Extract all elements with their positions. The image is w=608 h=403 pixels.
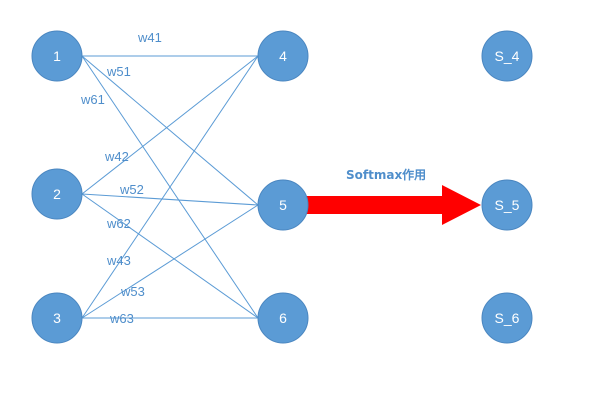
node-s5-label: S_5 <box>495 197 520 213</box>
weight-label-w52: w52 <box>119 182 144 197</box>
node-4: 4 <box>257 30 309 82</box>
weight-label-w63: w63 <box>109 311 134 326</box>
node-5: 5 <box>257 179 309 231</box>
node-s6-circle <box>481 292 533 344</box>
weight-label-w61: w61 <box>80 92 105 107</box>
node-2: 2 <box>31 168 83 220</box>
node-1: 1 <box>31 30 83 82</box>
edge-2-6 <box>81 193 259 319</box>
node-2-circle <box>31 168 83 220</box>
node-1-circle <box>31 30 83 82</box>
weight-label-w51: w51 <box>106 64 131 79</box>
node-4-label: 4 <box>279 48 287 64</box>
weight-label-w53: w53 <box>120 284 145 299</box>
node-3: 3 <box>31 292 83 344</box>
node-5-label: 5 <box>279 197 287 213</box>
arrow-label: Softmax作用 <box>346 167 426 182</box>
node-s4-circle <box>481 30 533 82</box>
softmax-layer: S_4 S_5 S_6 <box>481 30 533 344</box>
softmax-arrow: Softmax作用 <box>298 167 481 225</box>
edge-3-5 <box>81 204 259 319</box>
node-3-label: 3 <box>53 310 61 326</box>
node-6-circle <box>257 292 309 344</box>
node-1-label: 1 <box>53 48 61 64</box>
node-s6: S_6 <box>481 292 533 344</box>
node-s4: S_4 <box>481 30 533 82</box>
node-2-label: 2 <box>53 186 61 202</box>
edge-2-4 <box>81 55 259 195</box>
node-5-circle <box>257 179 309 231</box>
node-6: 6 <box>257 292 309 344</box>
weight-label-w62: w62 <box>106 216 131 231</box>
weight-label-w42: w42 <box>104 149 129 164</box>
edges <box>81 55 259 319</box>
weight-label-w41: w41 <box>137 30 162 45</box>
node-s4-label: S_4 <box>495 48 520 64</box>
output-layer: 4 5 6 <box>257 30 309 344</box>
weight-label-w43: w43 <box>106 253 131 268</box>
node-s6-label: S_6 <box>495 310 520 326</box>
weight-labels: w41 w51 w61 w42 w52 w62 w43 w53 w63 <box>80 30 162 326</box>
input-layer: 1 2 3 <box>31 30 83 344</box>
arrow-shape <box>298 185 481 225</box>
node-6-label: 6 <box>279 310 287 326</box>
node-s5-circle <box>481 179 533 231</box>
edge-1-5 <box>81 55 259 206</box>
node-3-circle <box>31 292 83 344</box>
node-4-circle <box>257 30 309 82</box>
edge-3-4 <box>81 55 259 319</box>
node-s5: S_5 <box>481 179 533 231</box>
edge-2-5 <box>81 193 259 206</box>
